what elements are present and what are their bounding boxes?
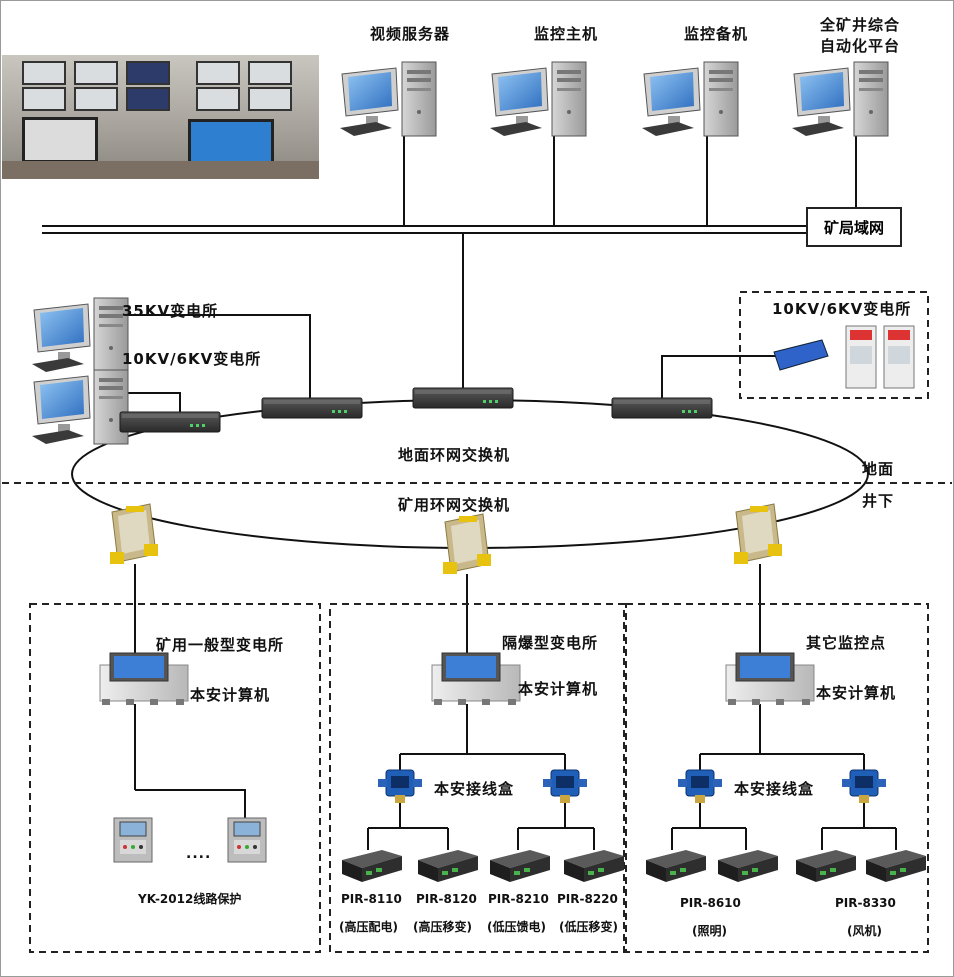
intrinsic-computer-icon <box>725 652 815 706</box>
section-other-title: 其它监控点 <box>806 634 887 652</box>
device-model: PIR-8330 <box>835 896 896 910</box>
mine-ring-switch-label: 矿用环网交换机 <box>398 496 511 514</box>
section-other-junction-label: 本安接线盒 <box>734 780 815 798</box>
substation-35kv-label: 35KV变电所 <box>122 302 219 320</box>
junction-box-icon <box>377 769 423 804</box>
pir-8220-device-icon <box>564 850 624 882</box>
device-model: PIR-8210 <box>488 892 549 906</box>
section-general-computer-label: 本安计算机 <box>190 686 271 704</box>
pir-8330b-device-icon <box>866 850 926 882</box>
device-note: (高压配电) <box>339 920 398 934</box>
substation-10kv-left-label: 10KV/6KV变电所 <box>122 350 262 368</box>
ground-switch-icon <box>119 411 221 433</box>
section-explosion-computer-label: 本安计算机 <box>518 680 599 698</box>
pir-8330-device-icon <box>796 850 856 882</box>
video-server-label: 视频服务器 <box>370 25 451 43</box>
monitor-backup-pc-icon <box>641 61 739 137</box>
zone-surface-label: 地面 <box>862 460 895 478</box>
substation10-pc-icon <box>31 369 129 445</box>
line-protection-relay-icon <box>113 817 153 863</box>
monitor-backup-label: 监控备机 <box>684 25 749 43</box>
device-note: (低压馈电) <box>487 920 546 934</box>
zone-boxes <box>2 291 952 953</box>
junction-box-icon <box>677 769 723 804</box>
device-model: PIR-8220 <box>557 892 618 906</box>
platform-pc-icon <box>791 61 889 137</box>
section-general-title: 矿用一般型变电所 <box>156 636 285 654</box>
ground-switch-icon <box>412 387 514 409</box>
section-other-computer-label: 本安计算机 <box>816 684 897 702</box>
substation35-pc-icon <box>31 297 129 373</box>
monitor-host-label: 监控主机 <box>534 25 599 43</box>
mine-ring-switch-icon <box>109 503 159 565</box>
device-note: (低压移变) <box>559 920 618 934</box>
substation-10kv-right-label: 10KV/6KV变电所 <box>772 300 912 318</box>
zone-underground-label: 井下 <box>862 492 895 510</box>
device-model: PIR-8120 <box>416 892 477 906</box>
device-note: (照明) <box>692 924 727 938</box>
pir-8610-device-icon <box>646 850 706 882</box>
device-model: PIR-8610 <box>680 896 741 910</box>
pir-8110-device-icon <box>342 850 402 882</box>
ground-switch-icon <box>261 397 363 419</box>
monitor-host-pc-icon <box>489 61 587 137</box>
platform-label-line1: 全矿井综合 <box>820 16 901 34</box>
section-explosion-title: 隔爆型变电所 <box>502 634 599 652</box>
ellipsis-label: .... <box>186 846 212 862</box>
junction-box-icon <box>542 769 588 804</box>
mine-ring-switch-icon <box>442 513 492 575</box>
device-note: (高压移变) <box>413 920 472 934</box>
mine-ring-switch-icon <box>733 503 783 565</box>
line-protection-relay-icon <box>227 817 267 863</box>
section-explosion-junction-label: 本安接线盒 <box>434 780 515 798</box>
pir-8120-device-icon <box>418 850 478 882</box>
video-server-pc-icon <box>339 61 437 137</box>
device-note: (风机) <box>847 924 882 938</box>
intrinsic-computer-icon <box>99 652 189 706</box>
junction-box-icon <box>841 769 887 804</box>
pir-8210-device-icon <box>490 850 550 882</box>
platform-label-line2: 自动化平台 <box>820 37 901 55</box>
yk2012-label: YK-2012线路保护 <box>138 892 242 906</box>
remote-substation-equipment-icon <box>773 325 915 389</box>
mine-lan-box: 矿局域网 <box>806 207 902 247</box>
network-lines <box>42 133 898 850</box>
pir-8610b-device-icon <box>718 850 778 882</box>
control-room-photo <box>2 55 319 179</box>
intrinsic-computer-icon <box>431 652 521 706</box>
ground-switch-icon <box>611 397 713 419</box>
surface-ring-switch-label: 地面环网交换机 <box>398 446 511 464</box>
device-model: PIR-8110 <box>341 892 402 906</box>
